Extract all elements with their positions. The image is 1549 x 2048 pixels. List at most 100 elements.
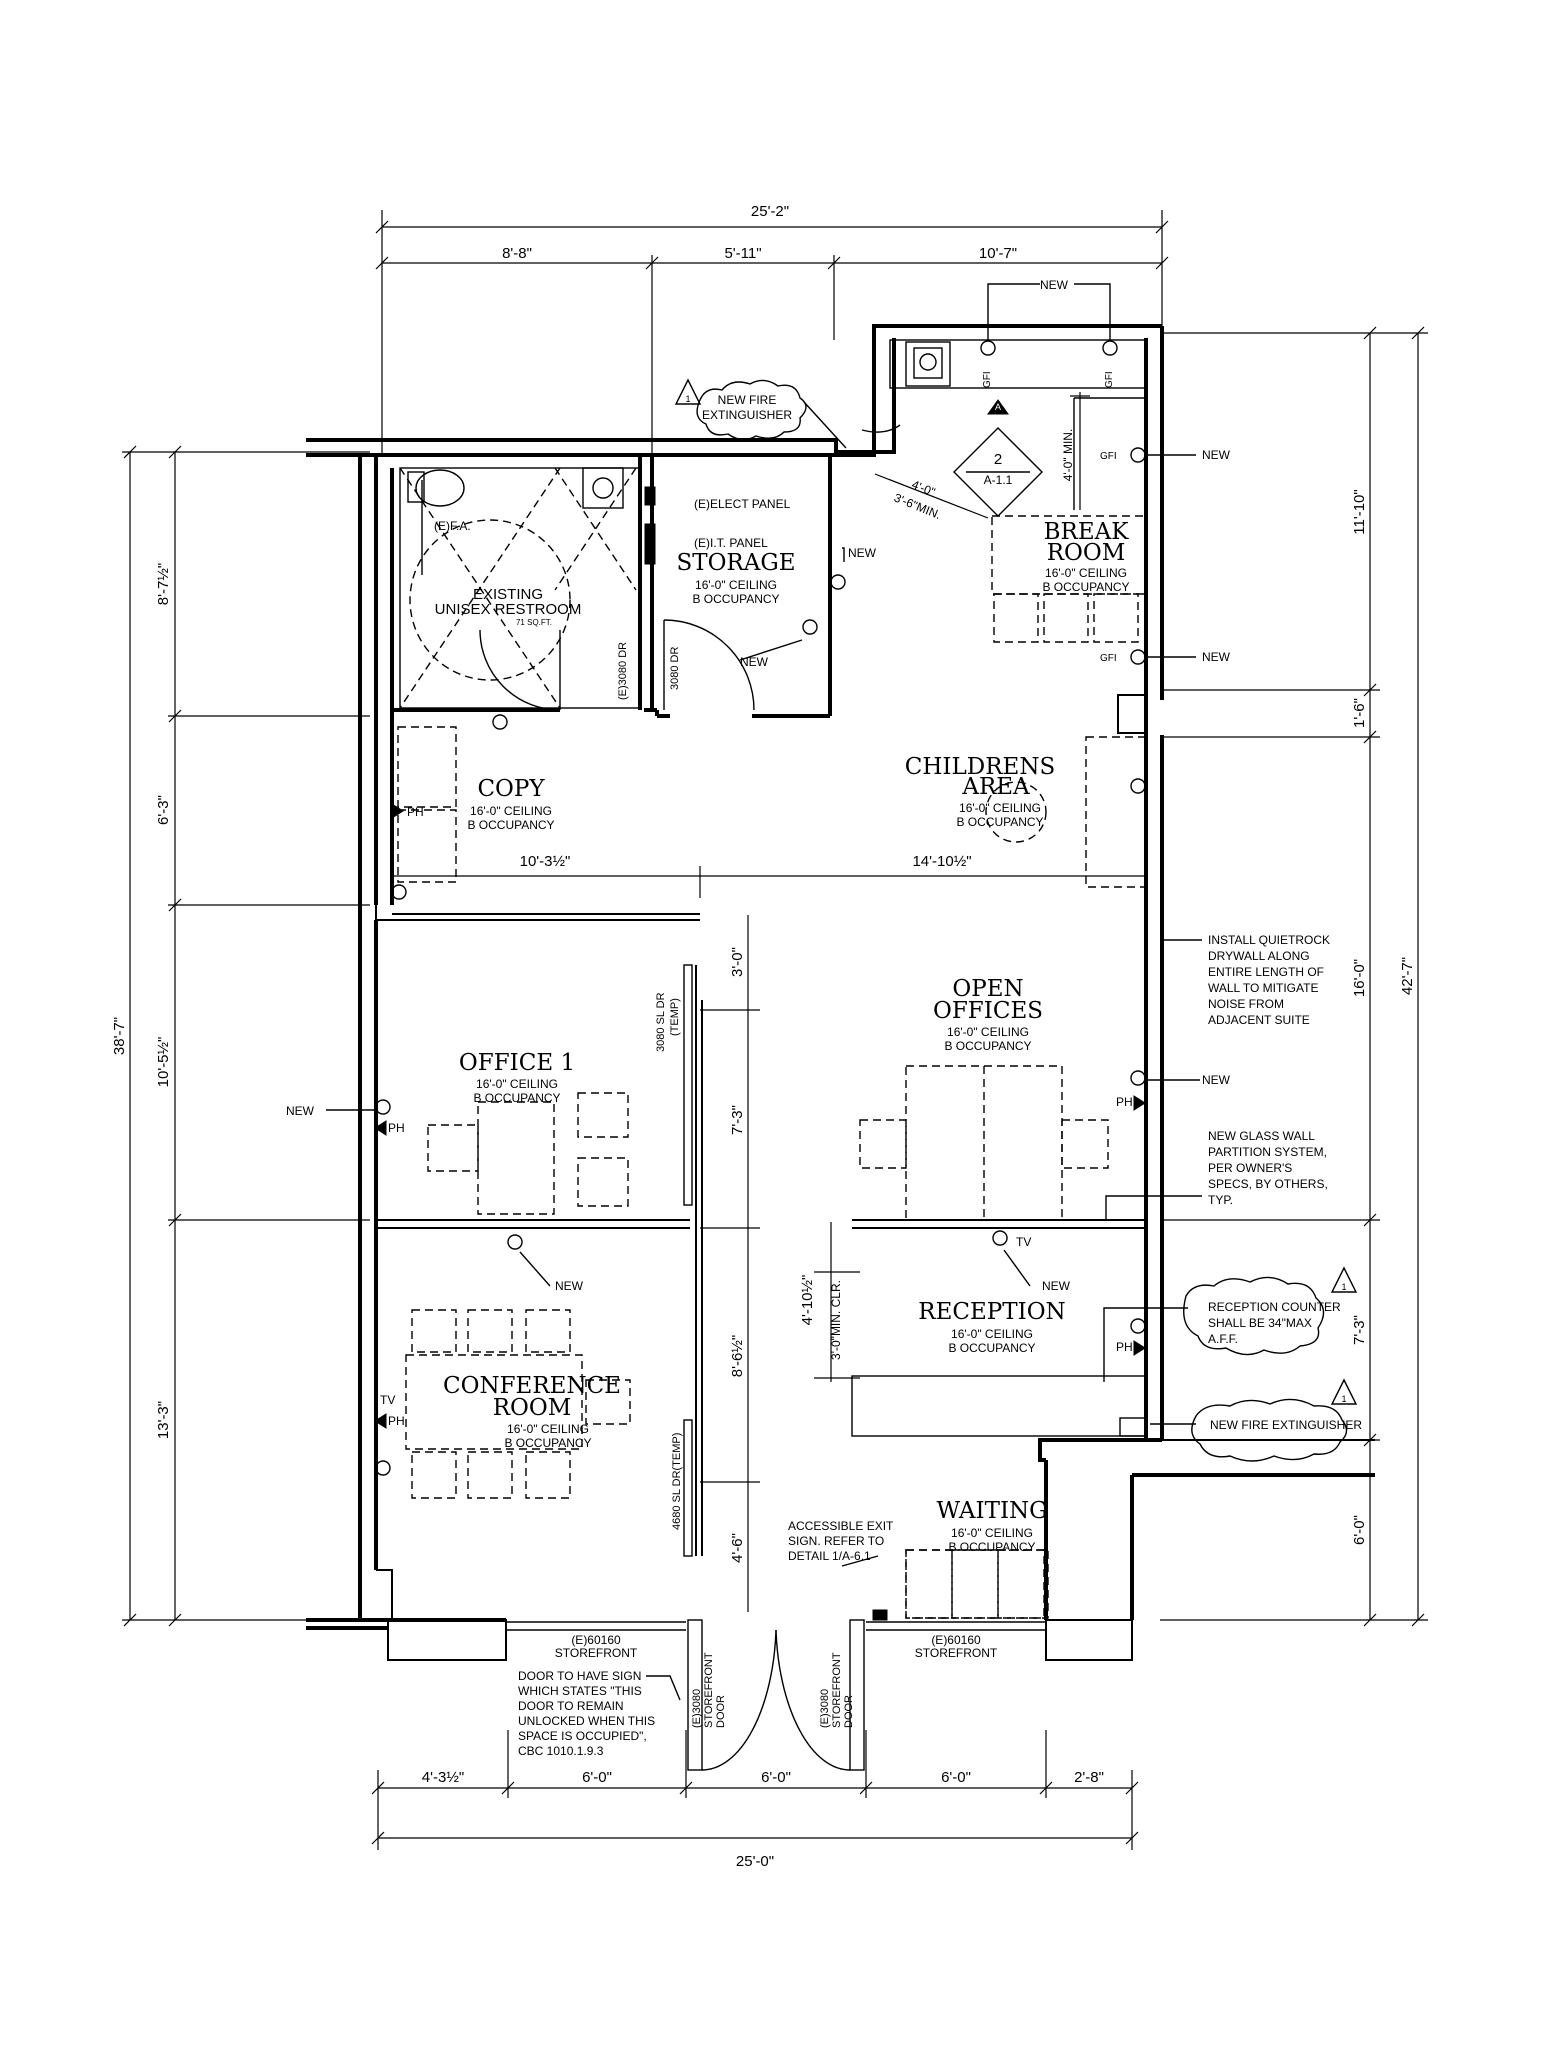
sf-door-a3: DOOR — [715, 1695, 727, 1728]
sf-door-b2: STOREFRONT — [831, 1652, 843, 1728]
recep-counter-2: SHALL BE 34"MAX — [1208, 1316, 1312, 1330]
break-name-2: ROOM — [1047, 540, 1126, 566]
dim-right-4: 7'-3" — [1351, 1315, 1368, 1345]
exit-sign-2: SIGN. REFER TO — [788, 1534, 884, 1548]
office1-name: OFFICE 1 — [459, 1050, 575, 1076]
reception-ceiling: 16'-0" CEILING — [951, 1327, 1033, 1341]
delta-1: 1 — [685, 394, 690, 404]
dim-right-3: 16'-0" — [1351, 959, 1368, 997]
elect-panel-label: (E)ELECT PANEL — [694, 497, 791, 511]
childrens-ceiling: 16'-0" CEILING — [959, 801, 1041, 815]
dim-break-min: 4'-0" MIN. — [1061, 429, 1075, 482]
storage-occ: B OCCUPANCY — [692, 592, 779, 606]
door-sign-6: CBC 1010.1.9.3 — [518, 1744, 604, 1758]
dim-recep-410: 4'-10½" — [799, 1275, 816, 1326]
small-labels: NEW GFI GFI GFI GFI NEW NEW NEW NEW (E)F… — [286, 278, 1347, 1728]
gfi-label-2: GFI — [1104, 371, 1115, 388]
storefront-right-1: (E)60160 — [931, 1633, 981, 1647]
break-room-fixtures — [861, 341, 1147, 643]
dim-left-overall: 38'-7" — [111, 1017, 128, 1055]
copy-occ: B OCCUPANCY — [467, 818, 554, 832]
exit-sign-1: ACCESSIBLE EXIT — [788, 1519, 894, 1533]
storefront-left-2: STOREFRONT — [555, 1646, 638, 1660]
open-offices-name-1: OPEN — [952, 976, 1023, 1002]
fa-label: (E)F.A. — [434, 519, 471, 533]
sl-dr-1-label: 3080 SL DR — [655, 992, 667, 1052]
delta-2: 1 — [1341, 1282, 1346, 1292]
sl-dr-1b-label: (TEMP) — [669, 998, 681, 1036]
dim-top-1: 8'-8" — [502, 245, 532, 262]
notes: NEW FIRE EXTINGUISHER NEW FIRE EXTINGUIS… — [518, 393, 1362, 1758]
ph-label-conf: PH — [388, 1414, 405, 1428]
quietrock-4: WALL TO MITIGATE — [1208, 981, 1318, 995]
dim-office-7: 7'-3" — [729, 1105, 746, 1135]
dim-left-1: 8'-7½" — [155, 563, 172, 605]
dimensions — [122, 210, 1428, 1850]
section-sheet: A-1.1 — [984, 473, 1013, 487]
restroom-name-2: UNISEX RESTROOM — [435, 601, 582, 618]
dim-bot-4: 6'-0" — [941, 1769, 971, 1786]
dim-right-2: 1'-6" — [1351, 698, 1368, 728]
sf-door-b3: DOOR — [843, 1695, 855, 1728]
gfi-label-3: GFI — [1100, 451, 1117, 462]
sf-door-b1: (E)3080 — [819, 1689, 831, 1728]
door-sign-2: WHICH STATES "THIS — [518, 1684, 642, 1698]
dim-copy-width: 10'-3½" — [520, 853, 571, 870]
ph-label-open: PH — [1116, 1095, 1133, 1109]
outlets — [375, 340, 1146, 1476]
break-occ: B OCCUPANCY — [1042, 580, 1129, 594]
dim-recep-clr: 3'-0"MIN. CLR. — [829, 1280, 843, 1360]
dim-door-3: 3'-0" — [729, 947, 746, 977]
dim-diag-1: 4'-0" — [910, 477, 937, 499]
childrens-name-1: CHILDRENS — [905, 754, 1055, 780]
restroom-area: 71 SQ.FT. — [516, 618, 552, 627]
new-label-3: NEW — [1202, 650, 1231, 664]
door-sign-3: DOOR TO REMAIN — [518, 1699, 624, 1713]
reception-occ: B OCCUPANCY — [948, 1341, 1035, 1355]
dim-top-3: 10'-7" — [979, 245, 1017, 262]
section-num: 2 — [994, 451, 1002, 468]
fire-ext-top-1: NEW FIRE — [718, 393, 777, 407]
section-letter: A — [995, 402, 1001, 412]
ph-label-recep: PH — [1116, 1340, 1133, 1354]
quietrock-5: NOISE FROM — [1208, 997, 1284, 1011]
dim-diag-2: 3'-6"MIN. — [892, 491, 943, 522]
sf-door-a2: STOREFRONT — [703, 1652, 715, 1728]
door-sign-1: DOOR TO HAVE SIGN — [518, 1669, 641, 1683]
conference-ceiling: 16'-0" CEILING — [507, 1422, 589, 1436]
conference-name-2: ROOM — [493, 1395, 572, 1421]
waiting-name: WAITING — [936, 1498, 1047, 1524]
storefront-left-1: (E)60160 — [571, 1633, 621, 1647]
conference-name-1: CONFERENCE — [443, 1373, 621, 1399]
break-name-1: BREAK — [1044, 519, 1130, 545]
new-label-2: NEW — [1202, 448, 1231, 462]
waiting-ceiling: 16'-0" CEILING — [951, 1526, 1033, 1540]
dim-left-3: 10'-5½" — [155, 1037, 172, 1088]
furniture — [397, 726, 1147, 1621]
door-sign-5: SPACE IS OCCUPIED", — [518, 1729, 647, 1743]
dim-right-overall: 42'-7" — [1399, 957, 1416, 995]
gfi-label-4: GFI — [1100, 653, 1117, 664]
glass-wall-4: SPECS, BY OTHERS, — [1208, 1177, 1328, 1191]
room-labels: STORAGE 16'-0" CEILING B OCCUPANCY BREAK… — [435, 519, 1130, 1554]
walls — [306, 324, 1375, 1661]
door-3080-label: 3080 DR — [669, 647, 681, 690]
new-label-top: NEW — [1040, 278, 1069, 292]
ph-label-1: PH — [407, 805, 424, 819]
dim-bot-5: 2'-8" — [1074, 1769, 1104, 1786]
waiting-occ: B OCCUPANCY — [948, 1540, 1035, 1554]
new-label-recep: NEW — [1042, 1279, 1071, 1293]
ph-label-office: PH — [388, 1121, 405, 1135]
storefront-right-2: STOREFRONT — [915, 1646, 998, 1660]
open-offices-ceiling: 16'-0" CEILING — [947, 1025, 1029, 1039]
dim-left-2: 6'-3" — [155, 795, 172, 825]
dim-bot-1: 4'-3½" — [422, 1769, 464, 1786]
office1-ceiling: 16'-0" CEILING — [476, 1077, 558, 1091]
dim-bot-3: 6'-0" — [761, 1769, 791, 1786]
childrens-name-2: AREA — [961, 774, 1030, 800]
recep-counter-3: A.F.F. — [1208, 1332, 1238, 1346]
tv-label-recep: TV — [1016, 1235, 1031, 1249]
fire-ext-bottom: NEW FIRE EXTINGUISHER — [1210, 1418, 1362, 1432]
quietrock-2: DRYWALL ALONG — [1208, 949, 1310, 963]
